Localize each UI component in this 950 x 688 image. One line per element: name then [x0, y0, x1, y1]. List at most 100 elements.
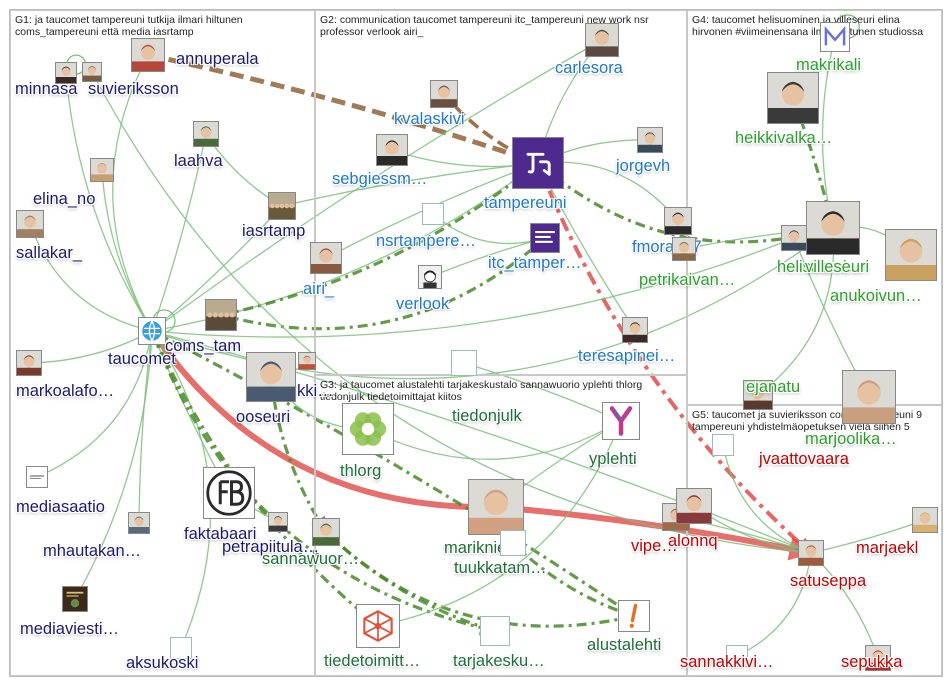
node-label: sannakkivi…	[680, 653, 774, 671]
edge-mhautakan-to-taucomet	[138, 330, 155, 524]
node-label: tuukkatam…	[454, 559, 547, 577]
edge-taucomet-to-alustalehti	[151, 329, 636, 618]
blank-icon	[726, 645, 748, 667]
person-photo-icon	[246, 352, 296, 402]
person-photo-icon	[310, 242, 342, 274]
person-photo-icon	[82, 62, 102, 82]
edge-elina-no-to-taucomet	[101, 169, 153, 332]
edge-annuperala-to-tampereuni	[147, 52, 540, 167]
node-label: verlook	[396, 295, 450, 313]
document-logo-icon	[26, 466, 48, 488]
node-label: petrikaivan…	[639, 271, 736, 289]
node-label: minnasa	[15, 80, 78, 98]
node-label: iasrtamp	[242, 222, 306, 240]
node-label: mediasaatio	[16, 498, 105, 516]
yp-logo-icon	[602, 402, 640, 440]
fb-logo-icon	[203, 467, 255, 519]
person-photo-icon	[842, 370, 896, 424]
edge-annuperala-to-taucomet	[112, 54, 153, 332]
node-label: sallakar_	[16, 244, 83, 262]
person-photo-icon	[664, 207, 692, 235]
person-photo-icon	[672, 237, 696, 261]
group-box-g4: G4: taucomet helisuominen ja villeseuri …	[687, 10, 942, 405]
node-label: taucomet	[108, 350, 176, 368]
person-photo-icon	[468, 479, 524, 535]
edge-sallakar--to-taucomet	[29, 223, 153, 334]
person-photo-icon	[376, 134, 408, 166]
node-label: heikkivalka…	[735, 129, 833, 147]
blank-icon	[480, 616, 510, 646]
node-label: alustalehti	[587, 636, 662, 654]
network-logo-icon	[356, 604, 400, 648]
blank-icon	[451, 350, 477, 376]
itc-logo-icon	[530, 223, 560, 253]
node-label: marjoolika…	[805, 430, 897, 448]
node-label: mhautakan…	[43, 542, 142, 560]
node-label: marjaekl	[856, 539, 919, 557]
exclamation-logo-icon	[618, 600, 650, 632]
person-photo-icon	[193, 121, 219, 147]
edge-marikniemi-to-satuseppa	[495, 504, 814, 561]
node-label: sannawuor…	[262, 550, 360, 568]
node-label: jvaattovaara	[759, 450, 849, 468]
node-label: kki…	[297, 382, 334, 400]
node-label: itc_tamper…	[488, 254, 582, 272]
node-label: annuperala	[176, 50, 259, 68]
person-photo-icon	[16, 210, 44, 238]
edge-tiedetoimitt-to-yplehti	[377, 420, 623, 627]
blank-icon	[170, 637, 192, 659]
node-label: sepukka	[841, 653, 903, 671]
node-label: tiedonjulk	[452, 407, 522, 425]
edge-iasrtamp-to-taucomet	[151, 205, 283, 332]
node-label: helisuomi…	[777, 258, 864, 276]
node-label: markoalafo…	[16, 382, 115, 400]
node-label: ejanatu	[746, 378, 801, 396]
node-label: coms_tam	[165, 337, 242, 355]
node-label: elina_no	[33, 190, 96, 208]
node-label: nsrtampere…	[376, 232, 476, 250]
group-box-g2: G2: communication taucomet tampereuni it…	[315, 10, 687, 375]
node-label: satuseppa	[790, 572, 867, 590]
person-photo-icon	[16, 350, 42, 376]
building-photo-icon	[268, 192, 296, 220]
edge-thlorg-to-yplehti	[367, 420, 622, 460]
person-photo-icon	[767, 72, 819, 124]
node-label: teresapinei…	[578, 347, 676, 365]
edge-minnasa-to-taucomet	[65, 72, 153, 332]
node-label: tiedetoimitt…	[324, 652, 421, 670]
edge-coms-tam-to-itc-tamper	[220, 236, 547, 331]
person-photo-icon	[806, 201, 860, 255]
person-photo-icon	[622, 317, 648, 343]
edge-taucomet-to-carlesora	[151, 39, 603, 332]
person-photo-icon	[781, 225, 807, 251]
person-photo-icon	[128, 512, 150, 534]
tampere-logo-icon	[512, 137, 564, 189]
node-label: alonnq	[668, 532, 718, 550]
group-caption-g2: G2: communication taucomet tampereuni it…	[320, 14, 649, 38]
person-photo-icon	[268, 512, 288, 532]
person-photo-icon	[585, 23, 619, 57]
node-label: carlesora	[555, 59, 623, 77]
edge-coms-tam-to-tampereuni	[220, 161, 540, 317]
person-photo-icon	[131, 38, 165, 72]
edge-taucomet-to-marikniemi	[149, 329, 499, 520]
person-photo-icon	[90, 158, 114, 182]
edge-sannakkivi-to-satuseppa	[736, 552, 814, 657]
blank-icon	[422, 203, 444, 225]
edge-mediasaatio-to-taucomet	[36, 330, 155, 478]
network-graph-canvas: G1: ja taucomet tampereuni tutkija ilmar…	[9, 9, 943, 677]
group-photo-icon	[205, 299, 237, 331]
edge-taucomet-to-helisuomi	[151, 236, 795, 338]
group-caption-g3: G3: ja taucomet alustalehti tarjakeskust…	[320, 379, 643, 403]
node-label: faktabaari	[184, 525, 257, 543]
flower-logo-icon	[342, 403, 394, 455]
person-photo-icon	[430, 80, 458, 108]
edge-kvalaskivi-to-tampereuni	[442, 92, 540, 165]
globe-logo-icon	[138, 317, 166, 345]
group-caption-g1: G1: ja taucomet tampereuni tutkija ilmar…	[15, 14, 243, 38]
person-photo-icon	[298, 352, 316, 370]
node-label: kvalaskivi	[394, 110, 465, 128]
node-label: makrikali	[796, 56, 862, 74]
node-label: vipe…	[631, 537, 678, 555]
node-label: ooseuri	[236, 408, 291, 426]
